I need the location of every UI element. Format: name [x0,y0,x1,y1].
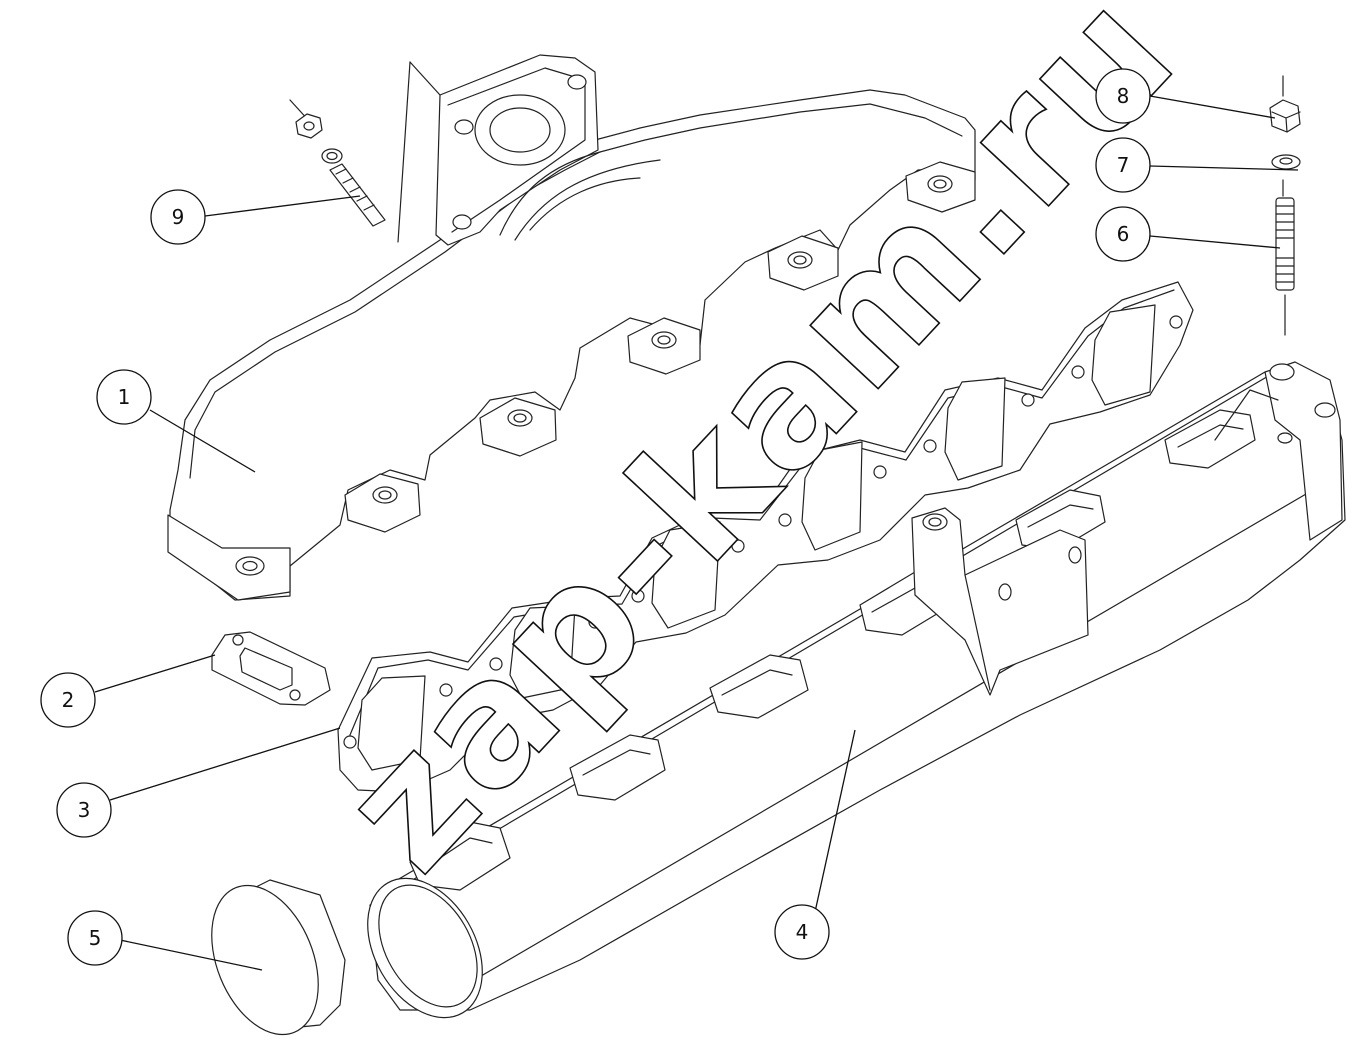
callout-3-label: 3 [78,798,91,822]
callout-8-label: 8 [1117,84,1130,108]
callout-5-label: 5 [89,926,102,950]
part-6-7-8-stud-washer-nut [1269,75,1301,336]
callout-3: 3 [56,782,112,838]
callout-4-label: 4 [796,920,809,944]
callout-9-label: 9 [172,205,185,229]
part-4-manifold-pipe [367,361,1346,1019]
callout-1: 1 [96,369,152,425]
part-9-stud-nut [289,99,386,227]
callout-9: 9 [150,189,206,245]
callout-7-label: 7 [1117,153,1130,177]
callout-7: 7 [1095,137,1151,193]
callout-2-label: 2 [62,688,75,712]
callout-1-label: 1 [118,385,131,409]
part-3-manifold-gasket [337,281,1194,793]
part-5-end-plug [211,879,346,1036]
callout-6-label: 6 [1117,222,1130,246]
callout-6: 6 [1095,206,1151,262]
callout-5: 5 [67,910,123,966]
callout-8: 8 [1095,68,1151,124]
callout-2: 2 [40,672,96,728]
part-1-exhaust-manifold [167,54,976,601]
callout-4: 4 [774,904,830,960]
part-2-turbo-gasket [211,631,331,706]
leader-lines [94,95,1299,971]
